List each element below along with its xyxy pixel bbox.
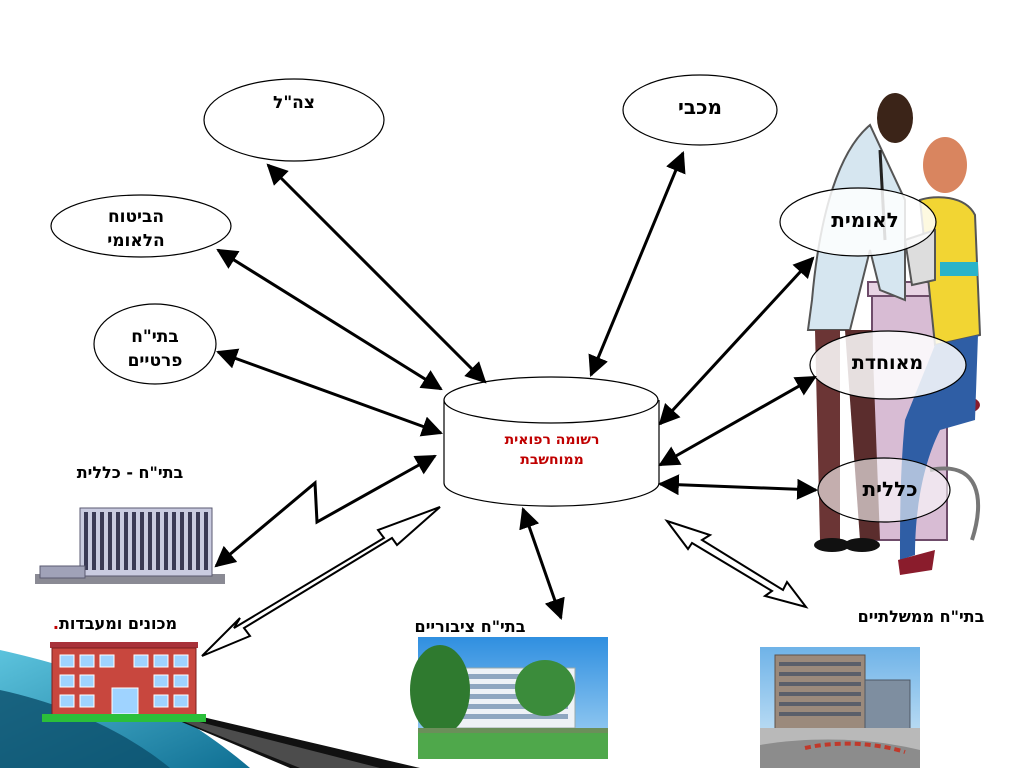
maccabi-label: מכבי xyxy=(678,95,722,119)
arrow-clalit xyxy=(657,474,819,500)
caption-institutes: מכונים ומעבדות. xyxy=(30,614,200,633)
arrow-meuhedet xyxy=(658,375,817,467)
caption-clalit-hospitals: בתי"ח - כללית xyxy=(76,463,184,482)
central-record-line2: ממוחשבת xyxy=(520,452,584,468)
connections xyxy=(216,151,819,620)
arrow-private xyxy=(216,348,443,437)
public-hospital-photo xyxy=(410,637,608,759)
meuhedet-label: מאוחדת xyxy=(851,352,924,374)
bituach-label-line2: הלאומי xyxy=(107,231,165,251)
bituach-leumi-node xyxy=(50,194,232,258)
leumit-label: לאומית xyxy=(831,208,899,232)
private-hospitals-node xyxy=(93,303,217,385)
leumit-node xyxy=(779,187,937,257)
maccabi-node xyxy=(622,74,778,146)
idf-label: צה"ל xyxy=(273,93,315,113)
central-database-icon xyxy=(443,376,660,507)
hollow-arrow-institutes xyxy=(201,506,441,657)
central-record-label: רשומה רפואית ממוחשבת xyxy=(452,430,652,470)
caption-government-hospitals: בתי"ח ממשלתיים xyxy=(857,607,985,626)
caption-institutes-text: מכונים ומעבדות xyxy=(58,614,178,633)
hollow-arrow-government xyxy=(664,519,809,609)
arrow-public-hospitals xyxy=(519,507,565,620)
lightning-arrow-clalit-hospitals xyxy=(214,454,437,568)
arrow-maccabi xyxy=(588,151,686,377)
clalit-hospital-building-icon xyxy=(35,507,225,584)
clalit-label: כללית xyxy=(862,477,918,501)
arrow-leumit xyxy=(658,256,815,426)
institutes-building-icon xyxy=(42,642,206,722)
caption-public-hospitals: בתי"ח ציבוריים xyxy=(414,617,526,636)
idf-node xyxy=(203,78,385,162)
arrow-bituach xyxy=(216,248,443,391)
central-record-line1: רשומה רפואית xyxy=(504,432,600,448)
bituach-label-line1: הביטוח xyxy=(107,207,165,227)
private-label-line1: בתי"ח xyxy=(131,327,179,347)
private-label-line2: פרטיים xyxy=(127,351,183,371)
caption-institutes-dot: . xyxy=(52,614,59,633)
government-hospital-photo xyxy=(760,647,920,768)
